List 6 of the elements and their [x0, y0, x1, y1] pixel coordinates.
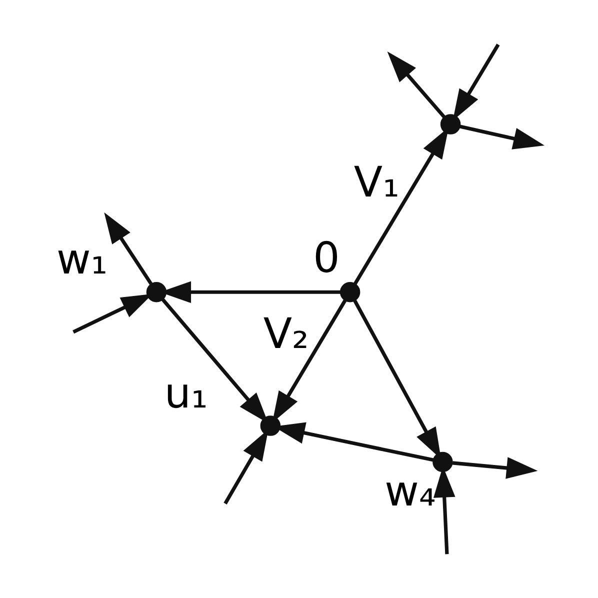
edge-label: V₂ — [262, 308, 308, 358]
node-label: 0 — [312, 232, 340, 282]
edge-label: V₁ — [353, 156, 399, 206]
node-label: w₁ — [56, 234, 108, 284]
node-label: u₁ — [164, 368, 208, 417]
node-label: w₄ — [384, 466, 436, 516]
